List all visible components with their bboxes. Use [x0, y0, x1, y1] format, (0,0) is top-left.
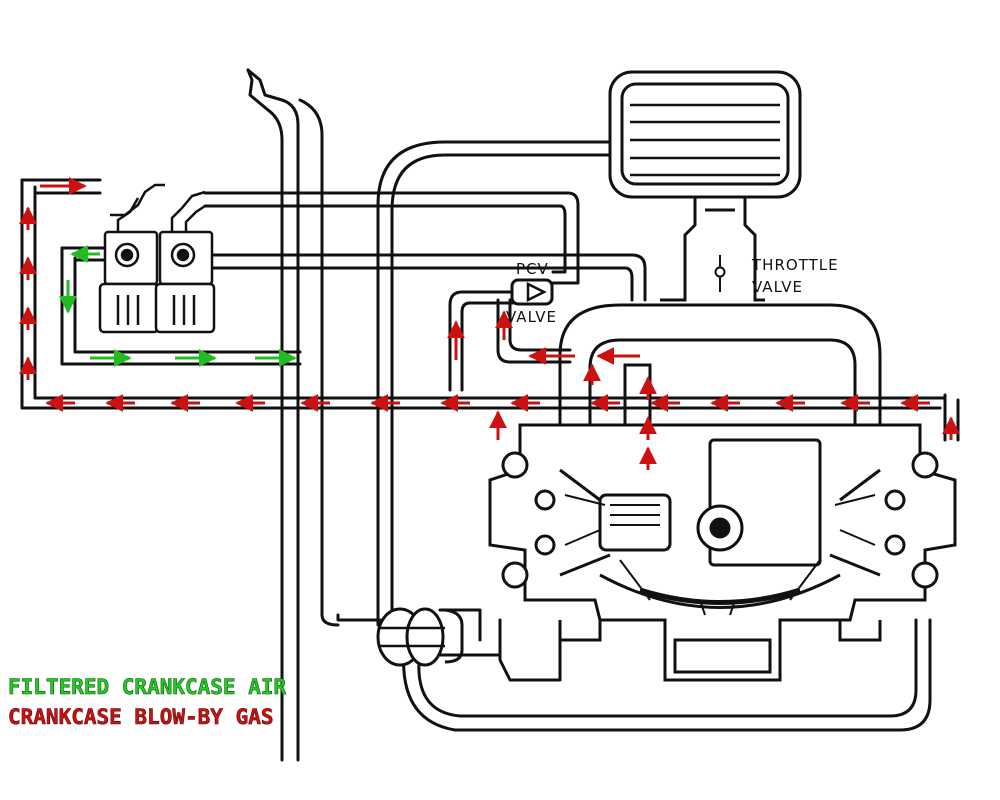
throttle-valve: [714, 255, 726, 292]
throttle-body: [660, 197, 765, 302]
throttle-label-top: THROTTLE: [751, 256, 839, 274]
intake-manifold: [558, 303, 882, 445]
engine-block: [488, 423, 957, 682]
blowby-arrows: [19, 177, 960, 470]
air-cleaner: [608, 70, 802, 199]
filtered-air-arrows: [59, 245, 297, 367]
inline-pump: [376, 607, 464, 667]
catch-can-2: [154, 190, 216, 334]
legend-blowby-gas: CRANKCASE BLOW-BY GAS: [8, 705, 274, 729]
legend-filtered-air: FILTERED CRANKCASE AIR: [8, 675, 287, 699]
pcv-label-top: PCV: [516, 260, 549, 278]
pcv-label-bottom: VALVE: [506, 308, 557, 326]
throttle-label-bottom: VALVE: [752, 278, 803, 296]
hose-network: [20, 68, 960, 762]
pcv-valve: [510, 278, 554, 306]
